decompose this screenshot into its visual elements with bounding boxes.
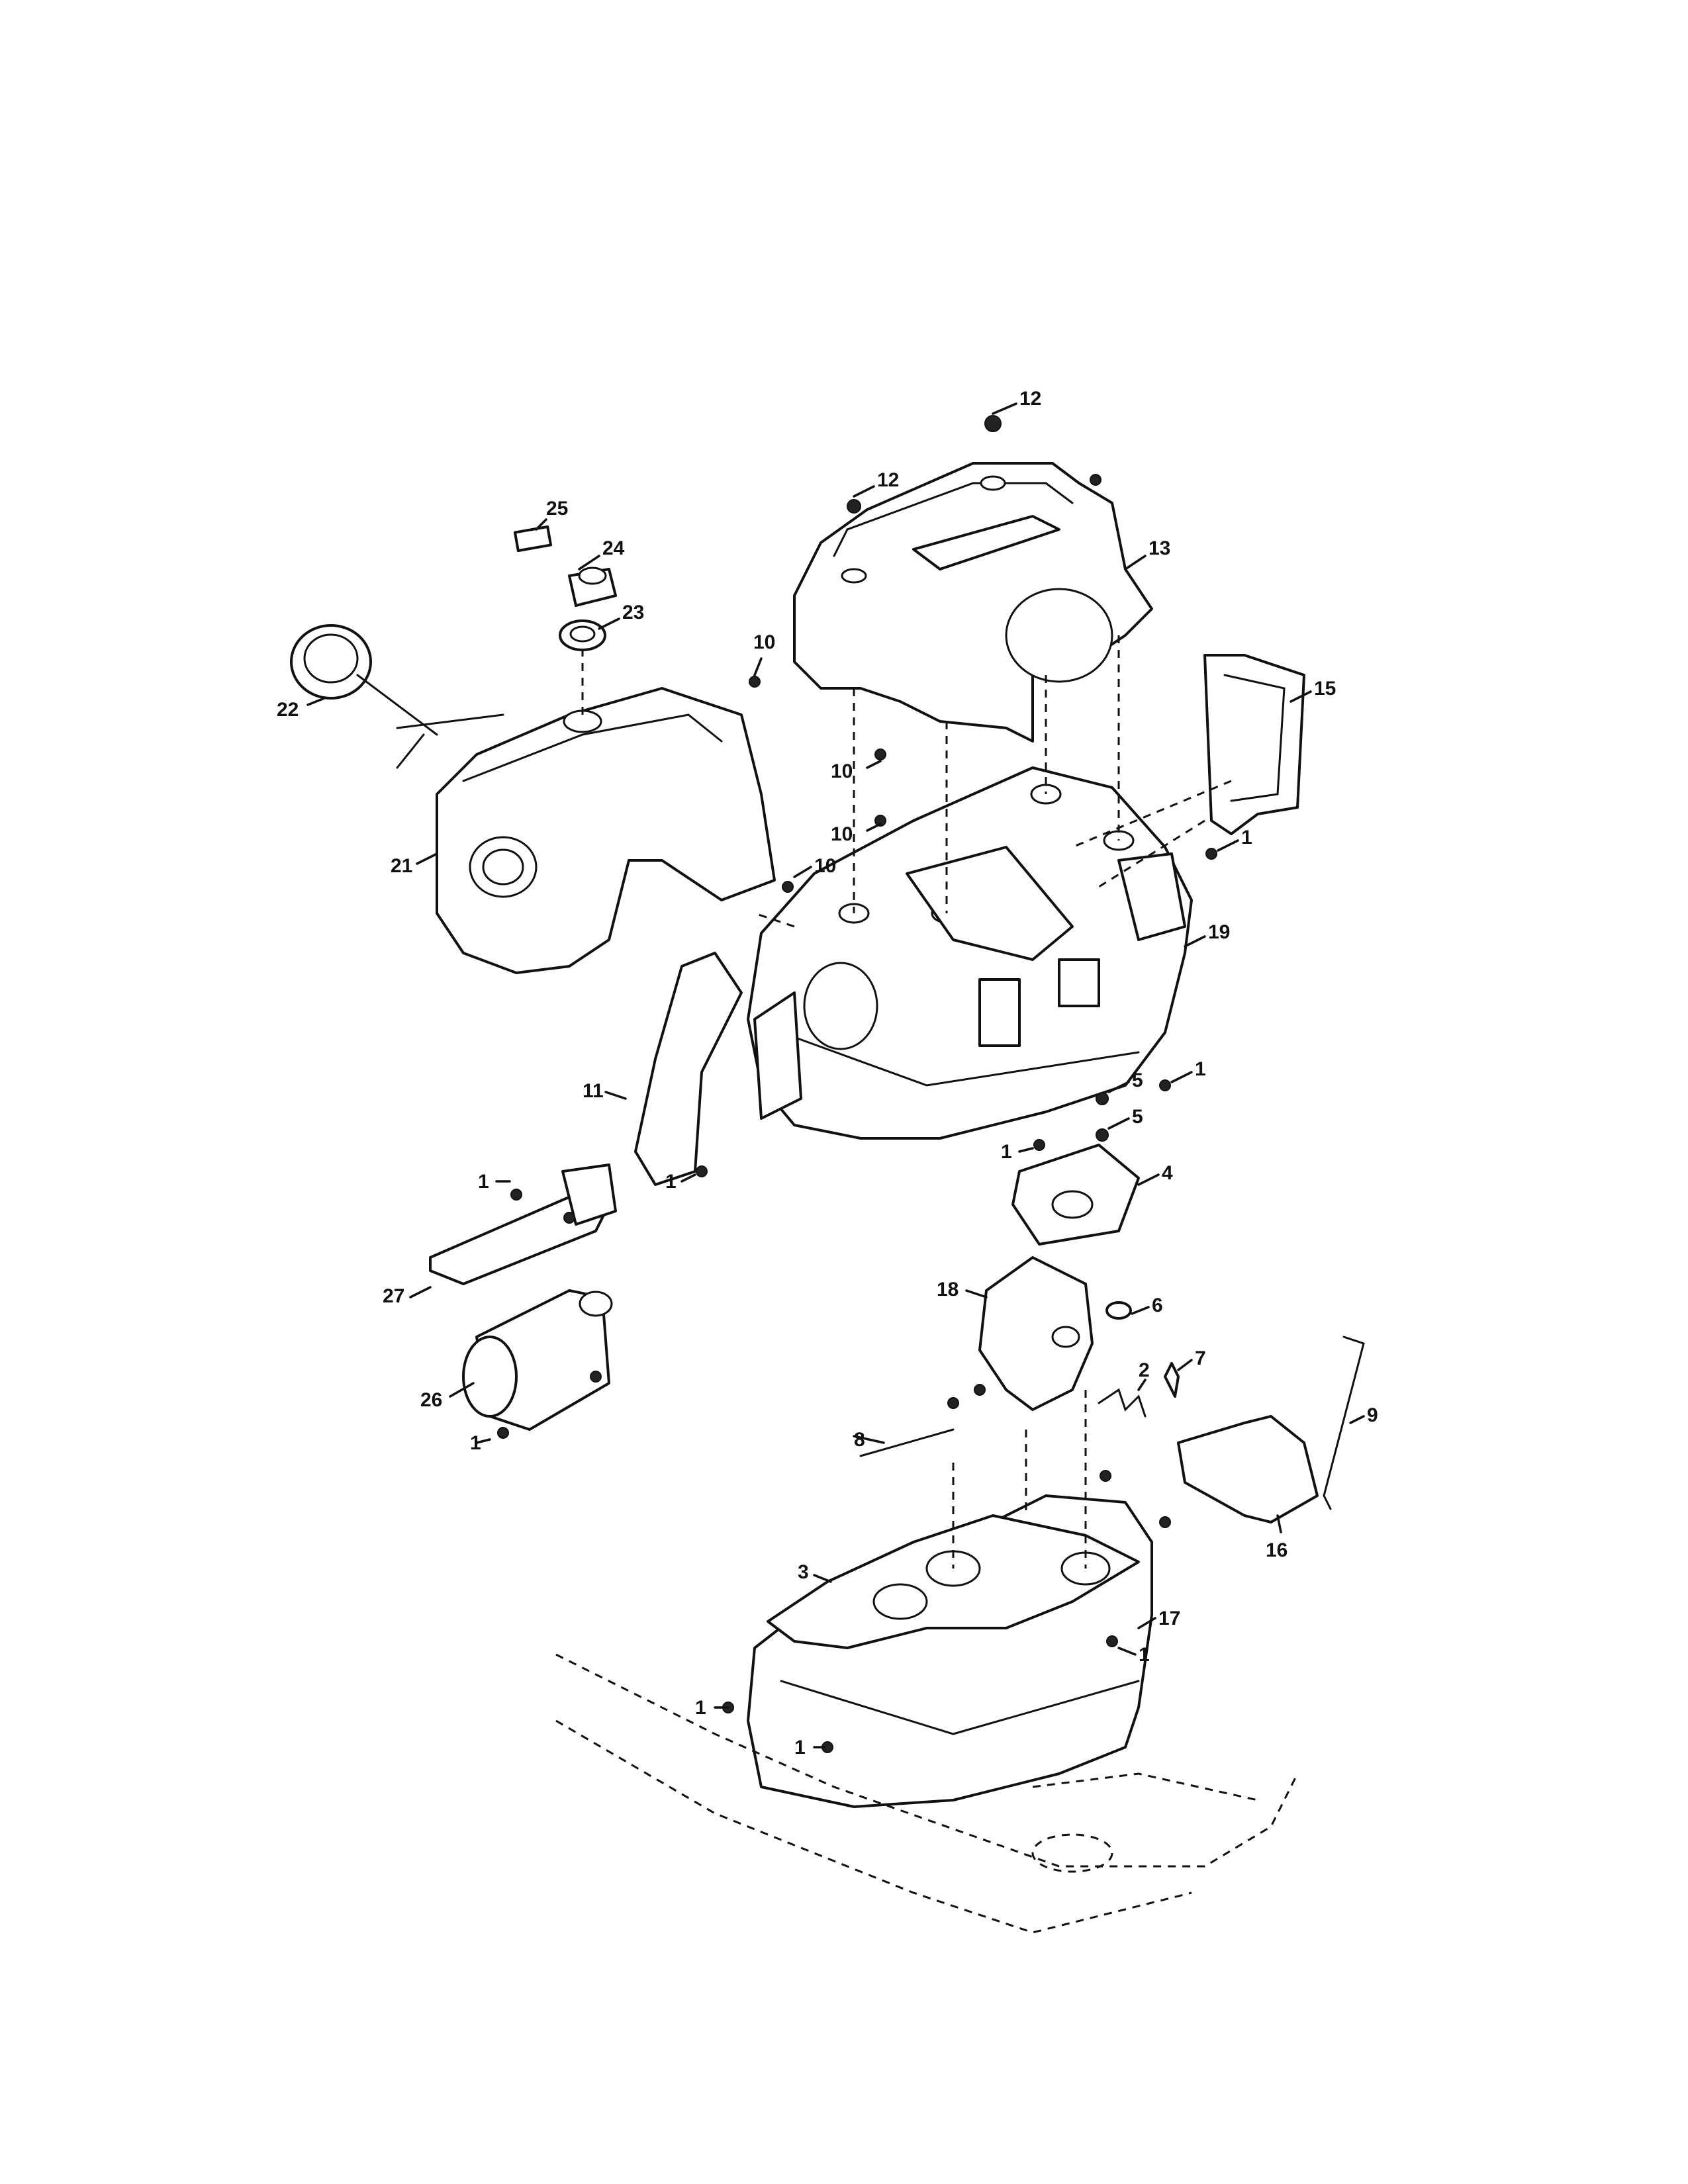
callout-10-third: 10 [831, 823, 853, 845]
gasket [559, 619, 606, 651]
callout-25: 25 [546, 498, 568, 520]
callout-4: 4 [1162, 1162, 1173, 1184]
fuel-line-fitting [513, 525, 553, 553]
fasteners [497, 415, 1217, 1753]
callout-5-upper: 5 [1132, 1069, 1143, 1091]
callout-11: 11 [583, 1080, 604, 1102]
callouts: 12 12 13 25 24 23 22 21 10 10 10 10 10 1… [277, 388, 1378, 1758]
lever-housing [1177, 1415, 1319, 1524]
callout-23: 23 [622, 602, 644, 623]
side-panel [634, 952, 802, 1186]
callout-3: 3 [798, 1561, 809, 1583]
callout-1-pedestal-front: 1 [794, 1737, 806, 1758]
tractor-frame [555, 1653, 1299, 1934]
callout-6: 6 [1152, 1295, 1163, 1316]
callout-7: 7 [1195, 1347, 1206, 1369]
callout-9: 9 [1367, 1404, 1378, 1426]
upper-dash-cover [793, 462, 1153, 743]
callout-17: 17 [1158, 1608, 1180, 1629]
callout-12-top: 12 [1019, 388, 1041, 410]
callout-8: 8 [854, 1429, 865, 1451]
callout-1-right-upper: 1 [1241, 827, 1252, 848]
solenoid-canister [462, 1289, 613, 1431]
alignment-lines [581, 635, 1232, 1569]
callout-19: 19 [1208, 921, 1230, 943]
fuel-sender [568, 567, 617, 607]
fuel-tank [436, 687, 776, 974]
callout-10-fourth: 10 [814, 855, 836, 877]
callout-10-second: 10 [831, 760, 853, 782]
shift-rod [859, 1428, 955, 1457]
callout-13: 13 [1149, 537, 1170, 559]
callout-1-mid-right: 1 [1195, 1058, 1206, 1080]
callout-26: 26 [420, 1389, 442, 1411]
callout-1-pedestal-left: 1 [695, 1697, 706, 1719]
callout-15: 15 [1314, 678, 1336, 700]
shift-plate [1011, 1144, 1140, 1246]
callout-22: 22 [277, 699, 299, 721]
shift-bracket [978, 1256, 1094, 1411]
callout-24: 24 [602, 537, 625, 559]
leader-lines [306, 402, 1365, 1749]
lever-washer [1105, 1301, 1132, 1320]
callout-2: 2 [1139, 1359, 1150, 1381]
dash-console [747, 766, 1193, 1140]
callout-1-solenoid: 1 [470, 1432, 481, 1454]
callout-21: 21 [391, 855, 412, 877]
pedestal-top-plate [767, 1514, 1140, 1649]
callout-1-left-mid: 1 [665, 1171, 677, 1193]
fuel-cap [290, 624, 504, 769]
spring [1098, 1388, 1147, 1418]
link-rod [1323, 1336, 1365, 1510]
callout-16: 16 [1266, 1539, 1288, 1561]
callout-5-lower: 5 [1132, 1106, 1143, 1128]
bracket [429, 1163, 617, 1285]
right-side-panel [1203, 654, 1305, 835]
callout-1-bracket: 1 [478, 1171, 489, 1193]
callout-1-pedestal-right: 1 [1139, 1644, 1150, 1666]
callout-1-center: 1 [1001, 1141, 1012, 1163]
callout-10-top: 10 [753, 631, 775, 653]
callout-18: 18 [937, 1279, 959, 1300]
callout-12-left: 12 [877, 469, 899, 491]
callout-27: 27 [383, 1285, 404, 1307]
pin [1164, 1362, 1180, 1398]
